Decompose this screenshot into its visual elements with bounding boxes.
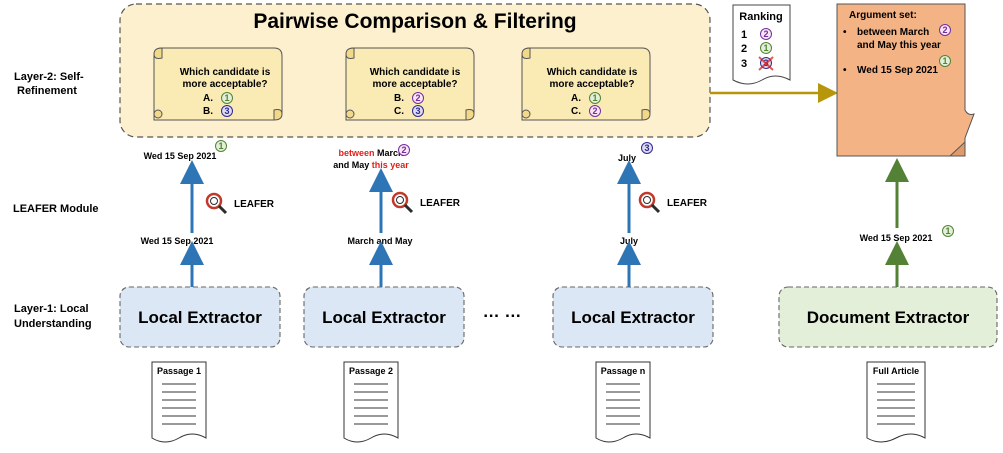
col1-raw-date: Wed 15 Sep 2021	[141, 236, 214, 246]
col2-refined-line1: between March	[338, 148, 403, 158]
argument-bullet-1: •	[843, 27, 847, 38]
magnifier-icon	[205, 192, 228, 215]
passage-label-2: Passage 2	[349, 366, 393, 376]
circled-number-icon: 1	[215, 140, 227, 152]
ranking-rank-1: 1	[741, 29, 747, 41]
svg-text:1: 1	[592, 93, 597, 103]
svg-text:2: 2	[942, 25, 947, 35]
ranking-rank-3: 3	[741, 58, 747, 70]
circled-number-icon: 2	[412, 92, 424, 104]
argument-set-title: Argument set:	[849, 10, 917, 21]
scroll2-option-b: C.	[394, 106, 404, 117]
col2-raw-date: March and May	[347, 236, 412, 246]
scroll1-option-b: B.	[203, 106, 213, 117]
circled-number-icon: 3	[641, 142, 653, 154]
col2-refined-line2: and May this year	[333, 160, 409, 170]
argument-item2: Wed 15 Sep 2021	[857, 65, 938, 76]
svg-text:2: 2	[592, 106, 597, 116]
scroll3-question-line2: more acceptable?	[549, 79, 634, 90]
local-extractor-box-2	[303, 286, 465, 348]
circled-number-icon: 1	[942, 225, 954, 237]
svg-text:1: 1	[218, 141, 223, 151]
local-extractor-label-3: Local Extractor	[571, 308, 695, 327]
scroll2-question-line1: Which candidate is	[370, 67, 461, 78]
layer1-label-line1: Layer-1: Local	[14, 303, 89, 315]
scroll-icon	[521, 47, 651, 121]
red-cross-icon	[758, 56, 774, 71]
scroll2-question-line2: more acceptable?	[372, 79, 457, 90]
col3-raw-date: July	[620, 236, 638, 246]
argument-set-document	[836, 3, 975, 157]
scroll2-option-a: B.	[394, 93, 404, 104]
circled-number-icon: 1	[939, 55, 951, 67]
passage-label-1: Passage 1	[157, 366, 201, 376]
svg-text:2: 2	[763, 29, 768, 39]
svg-text:1: 1	[945, 226, 950, 236]
circled-number-icon: 2	[939, 24, 951, 36]
ranking-rank-2: 2	[741, 43, 747, 55]
magnifier-icon	[638, 191, 661, 214]
scroll3-option-b: C.	[571, 106, 581, 117]
svg-text:3: 3	[415, 106, 420, 116]
scroll3-question-line1: Which candidate is	[547, 67, 638, 78]
circled-number-icon: 2	[398, 144, 410, 156]
local-extractor-label-2: Local Extractor	[322, 308, 446, 327]
layer2-label-line2: Refinement	[17, 85, 77, 97]
argument-item1-line2: and May this year	[857, 40, 941, 51]
argument-item1-line1: between March	[857, 27, 929, 38]
col2-leafer-label: LEAFER	[420, 198, 461, 209]
scroll-icon	[153, 47, 283, 121]
document-extractor-box	[778, 286, 998, 348]
svg-text:3: 3	[224, 106, 229, 116]
circled-number-icon: 3	[221, 105, 233, 117]
circled-number-icon: 1	[221, 92, 233, 104]
scroll1-question-line1: Which candidate is	[180, 67, 271, 78]
scroll3-option-a: A.	[571, 93, 581, 104]
circled-number-icon: 1	[760, 42, 772, 54]
scroll1-option-a: A.	[203, 93, 213, 104]
document-icon	[343, 361, 399, 443]
col4-raw-date: Wed 15 Sep 2021	[860, 233, 933, 243]
layer1-label-line2: Understanding	[14, 318, 92, 330]
magnifier-icon	[391, 191, 414, 214]
svg-text:2: 2	[401, 145, 406, 155]
svg-text:1: 1	[224, 93, 229, 103]
scroll1-question-line2: more acceptable?	[182, 79, 267, 90]
local-extractor-box-3	[552, 286, 714, 348]
layer2-label-line1: Layer-2: Self-	[14, 71, 84, 83]
passage-label-n: Passage n	[601, 366, 646, 376]
ranking-title: Ranking	[739, 11, 782, 23]
document-icon	[866, 361, 926, 443]
circled-number-icon: 2	[589, 105, 601, 117]
pairwise-title: Pairwise Comparison & Filtering	[253, 10, 576, 33]
svg-text:2: 2	[415, 93, 420, 103]
ellipsis: … …	[483, 302, 522, 321]
argument-bullet-2: •	[843, 65, 847, 76]
leafer-module-label: LEAFER Module	[13, 203, 99, 215]
local-extractor-label-1: Local Extractor	[138, 308, 262, 327]
scroll-icon	[345, 47, 475, 121]
full-article-label: Full Article	[873, 366, 919, 376]
circled-number-icon: 1	[589, 92, 601, 104]
circled-number-icon: 2	[760, 28, 772, 40]
document-icon	[151, 361, 207, 443]
col1-refined-date: Wed 15 Sep 2021	[144, 151, 217, 161]
col3-leafer-label: LEAFER	[667, 198, 708, 209]
document-icon	[595, 361, 651, 443]
svg-text:3: 3	[644, 143, 649, 153]
col3-refined-date: July	[618, 153, 636, 163]
svg-text:1: 1	[763, 43, 768, 53]
svg-text:1: 1	[942, 56, 947, 66]
col1-leafer-label: LEAFER	[234, 199, 275, 210]
document-extractor-label: Document Extractor	[807, 308, 970, 327]
local-extractor-box-1	[119, 286, 281, 348]
circled-number-icon: 3	[412, 105, 424, 117]
